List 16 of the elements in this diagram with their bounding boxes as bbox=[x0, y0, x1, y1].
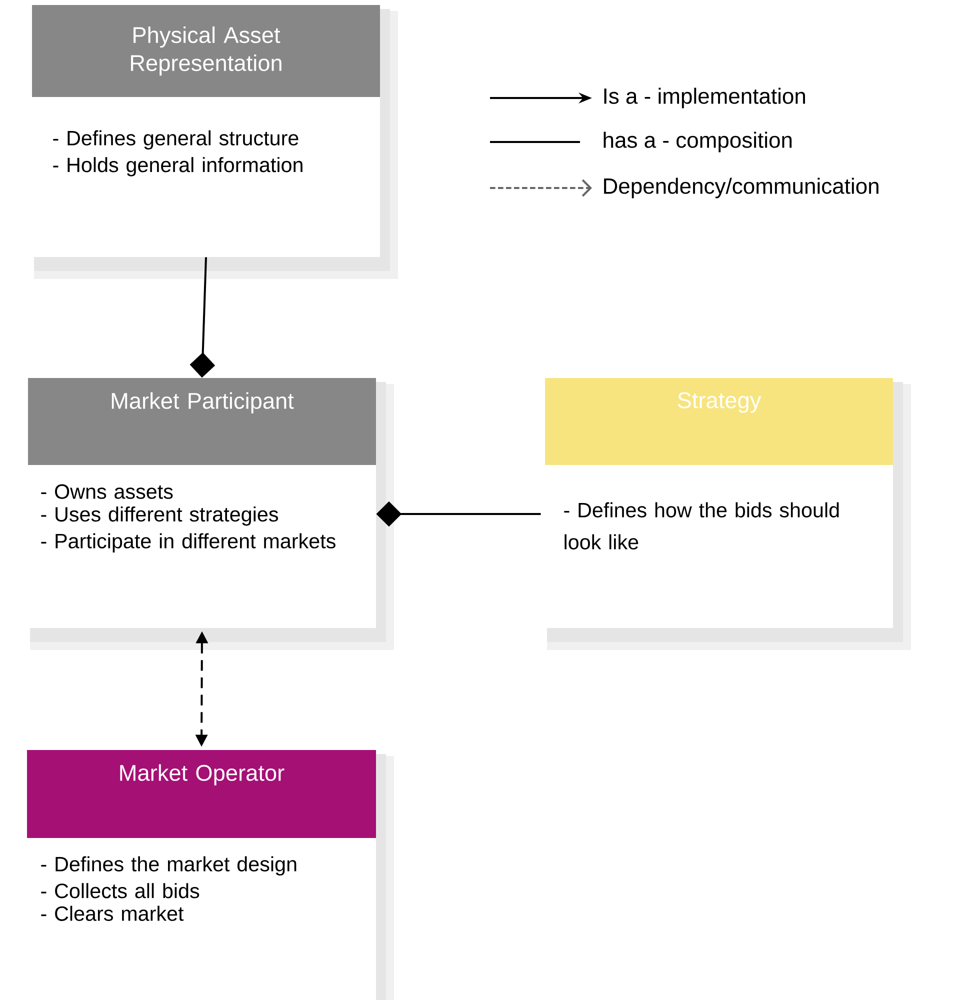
bullet-text: - Defines general structure bbox=[53, 130, 298, 150]
header-band: Strategy bbox=[545, 378, 893, 465]
bullet-text: - Clears market bbox=[41, 906, 184, 921]
bullet-text: - Uses different strategies bbox=[41, 506, 278, 526]
bullet-text: - Owns assets bbox=[41, 484, 173, 499]
legend-text: Is a - implementation bbox=[604, 88, 805, 108]
header-band: Market Operator bbox=[27, 750, 376, 838]
bullet-text: - Participate in different markets bbox=[41, 533, 336, 552]
bullet-text: - Holds general information bbox=[53, 157, 302, 176]
bullet-text: - Defines how the bids should look like bbox=[564, 502, 839, 550]
header-band: Market Participant bbox=[28, 378, 376, 465]
bullet-text: - Defines the market design bbox=[41, 856, 296, 876]
legend-text: has a - composition bbox=[604, 132, 792, 152]
header-band: Physical Asset Representation bbox=[32, 5, 380, 97]
bullet-text: - Collects all bids bbox=[41, 883, 200, 898]
legend-text: Dependency/communication bbox=[604, 178, 878, 198]
